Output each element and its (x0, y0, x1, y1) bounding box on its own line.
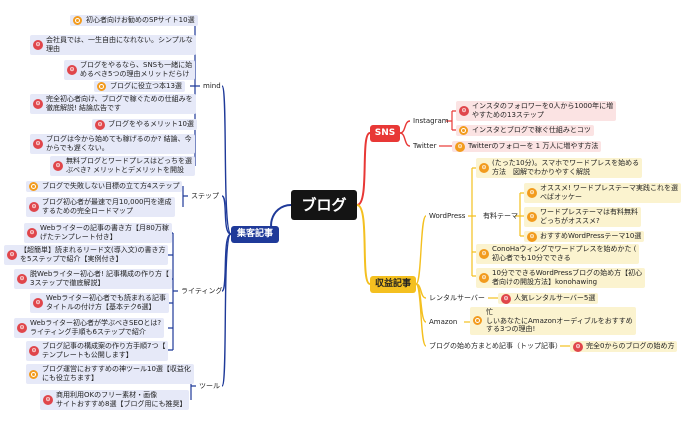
step-item[interactable]: ⊙ブログ初心者が最速で月10,000円を達成 するための完全ロードマップ (26, 197, 175, 217)
twitter-item[interactable]: ⊙Twitterのフォローを 1 万人に増やす方法 (452, 141, 602, 152)
link-icon: ⊙ (29, 346, 39, 356)
link-icon: ⊙ (527, 212, 537, 222)
link-icon: ⊙ (67, 65, 77, 75)
link-icon (29, 369, 38, 379)
branch-acquisition-articles[interactable]: 集客記事 (231, 226, 279, 243)
link-icon (97, 82, 106, 91)
mind-item[interactable]: ⊙会社員では、一生自由になれない。シンプルな 理由 (30, 35, 196, 55)
sns-twitter[interactable]: Twitter (413, 142, 437, 150)
link-icon (473, 316, 482, 326)
mind-item[interactable]: ⊙ブログをやるメリット10選 (92, 119, 197, 130)
link-icon: ⊙ (95, 119, 105, 130)
link-icon: ⊙ (43, 395, 53, 405)
group-mind[interactable]: mind (203, 82, 221, 90)
branch-revenue-articles[interactable]: 収益記事 (370, 276, 416, 293)
tool-item[interactable]: ブログ運営におすすめの神ツール10選【収益化 にも役立ちます】 (26, 364, 194, 384)
link-icon: ⊙ (479, 163, 489, 173)
link-icon: ⊙ (479, 249, 489, 259)
step-item[interactable]: ブログで失敗しない目標の立て方4ステップ (26, 181, 183, 192)
revenue-amazon[interactable]: Amazon (429, 318, 458, 326)
mind-item[interactable]: ⊙ブログをやるなら、SNSも一緒に始 めるべき5つの理由メリットだらけ (64, 60, 196, 80)
link-icon: ⊙ (479, 273, 489, 283)
branch-sns[interactable]: SNS (370, 125, 400, 142)
link-icon: ⊙ (501, 293, 511, 304)
link-icon: ⊙ (459, 106, 469, 116)
link-icon: ⊙ (573, 341, 583, 352)
link-icon: ⊙ (53, 161, 63, 171)
wordpress-item[interactable]: ⊙ConoHaウィングでワードプレスを始めかた ( 初心者でも10分でできる (476, 244, 640, 264)
link-icon: ⊙ (33, 40, 43, 50)
wordpress-paid-themes[interactable]: 有料テーマ (483, 212, 518, 220)
rental-item[interactable]: ⊙人気レンタルサーバー5選 (498, 293, 599, 304)
link-icon (29, 182, 38, 191)
link-icon (73, 16, 82, 25)
revenue-wordpress[interactable]: WordPress (429, 212, 466, 220)
mind-item[interactable]: ブログに役立つ本13選 (94, 81, 185, 92)
summary-item[interactable]: ⊙完全0からのブログの始め方 (570, 341, 678, 352)
mind-item[interactable]: ⊙完全初心者向け、ブログで稼ぐための仕組みを 徹底解説! 結論広告です (30, 94, 196, 114)
link-icon: ⊙ (29, 202, 39, 212)
theme-item[interactable]: ⊙おすすめWordPressテーマ10選 (524, 231, 645, 242)
theme-item[interactable]: ⊙オススメ! ワードプレステーマ実践これを選 べばオッケー (524, 183, 682, 203)
writing-item[interactable]: ⊙脱Webライター初心者! 記事構成の作り方【 3ステップで徹底解説】 (14, 269, 173, 289)
revenue-summary[interactable]: ブログの始め方まとめ記事（トップ記事） (429, 342, 562, 350)
link-icon: ⊙ (7, 250, 17, 260)
link-icon: ⊙ (527, 188, 537, 198)
wordpress-item[interactable]: ⊙(たった10分)。スマホでワードプレスを始める 方法 図解でわかりやすく解説 (476, 158, 643, 178)
writing-item[interactable]: ⊙Webライター初心者でも読まれる記事 タイトルの付け方【基本テク6選】 (30, 293, 169, 313)
group-step[interactable]: ステップ (191, 192, 219, 200)
amazon-item[interactable]: 忙 しいあなたにAmazonオーディブルをおすすめ する3つの理由! (470, 307, 636, 335)
mind-item[interactable]: 初心者向けお勧めのSPサイト10選 (70, 15, 198, 26)
link-icon: ⊙ (455, 141, 465, 152)
instagram-item[interactable]: ⊙インスタのフォロワーを0人から1000年に増 やすための13ステップ (456, 101, 617, 121)
link-icon (459, 126, 468, 135)
link-icon: ⊙ (33, 99, 43, 109)
mind-item[interactable]: ⊙無料ブログとワードプレスはどっちを選 ぶべき? メリットとデメリットを開設 (50, 156, 195, 176)
link-icon: ⊙ (33, 139, 43, 149)
link-icon: ⊙ (17, 274, 27, 284)
mind-item[interactable]: ⊙ブログは今から始めても稼げるのか? 結論、今 からでも遅くない。 (30, 134, 195, 154)
central-topic[interactable]: ブログ (291, 190, 357, 220)
group-writing[interactable]: ライティング (181, 287, 223, 295)
group-tool[interactable]: ツール (199, 382, 220, 390)
theme-item[interactable]: ⊙ワードプレステーマは有料無料 どっちがオススメ? (524, 207, 641, 227)
link-icon: ⊙ (527, 231, 537, 242)
writing-item[interactable]: ⊙Webライター初心者が学ぶべきSEOとは? ライティング手順も6ステップで紹介 (14, 318, 165, 338)
link-icon: ⊙ (17, 323, 27, 333)
sns-instagram[interactable]: Instagram (413, 117, 449, 125)
writing-item[interactable]: ⊙ブログ記事の構成案の作り方手順7つ【 テンプレートも公開します】 (26, 341, 169, 361)
writing-item[interactable]: ⊙【超簡単】読まれるリード文(導入文)の書き方 を5ステップで紹介【実例付き】 (4, 245, 169, 265)
link-icon: ⊙ (27, 228, 37, 238)
revenue-rental-server[interactable]: レンタルサーバー (429, 294, 485, 302)
tool-item[interactable]: ⊙商用利用OKのフリー素材・画像 サイトおすすめ8選【ブログ用にも推奨】 (40, 390, 190, 410)
wordpress-item[interactable]: ⊙10分でできるWordPressブログの始め方【初心 者向けの開設方法】kon… (476, 268, 646, 288)
link-icon: ⊙ (33, 298, 43, 308)
instagram-item[interactable]: インスタとブログで稼ぐ仕組みとコツ (456, 125, 594, 136)
writing-item[interactable]: ⊙Webライターの記事の書き方【月80万稼 げたテンプレート付き】 (24, 223, 172, 243)
